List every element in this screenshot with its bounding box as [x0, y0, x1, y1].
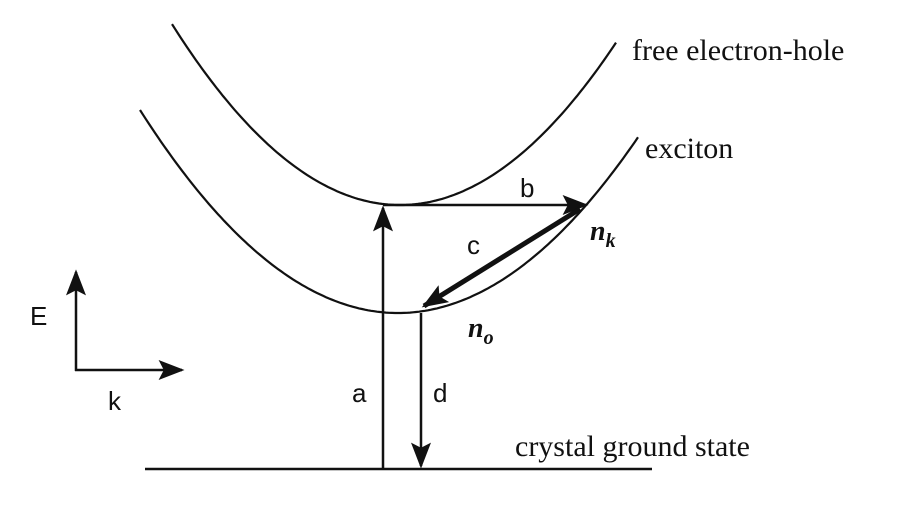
no-subscript: o — [484, 327, 494, 349]
exciton-label: exciton — [645, 132, 733, 165]
nk-label: nk — [590, 216, 616, 252]
exciton-band-curve — [139, 109, 639, 315]
arrow-a-label: a — [352, 378, 367, 408]
free-electron-hole-label: free electron-hole — [632, 34, 844, 67]
energy-axis-label: E — [30, 301, 47, 331]
arrow-c-relaxation — [421, 206, 582, 309]
arrow-d-label: d — [433, 378, 447, 408]
no-label: no — [468, 313, 494, 349]
momentum-axis-label: k — [108, 386, 122, 416]
nk-subscript: k — [606, 230, 616, 252]
nk-base: n — [590, 216, 606, 247]
no-base: n — [468, 313, 484, 344]
crystal-ground-state-label: crystal ground state — [515, 430, 750, 463]
arrow-b-label: b — [520, 173, 534, 203]
arrow-c-label: c — [467, 230, 480, 260]
free-electron-hole-band-curve — [171, 23, 617, 207]
